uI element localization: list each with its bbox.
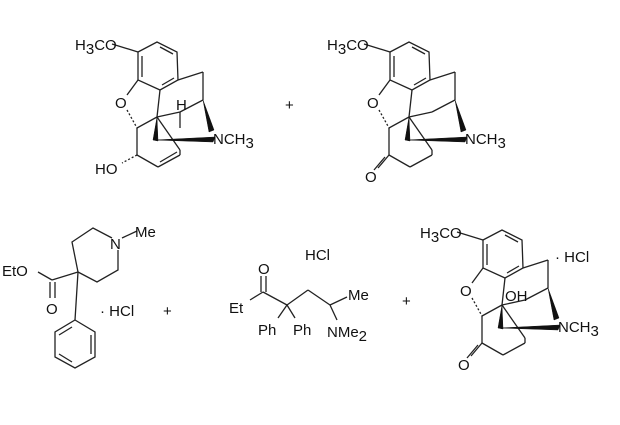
pethidine-ester-label: EtO bbox=[2, 263, 28, 280]
codeine-hydroxyl-label: HO bbox=[95, 161, 118, 178]
oxycodone-ketone-o-label: O bbox=[458, 357, 470, 374]
methadone-phenyl-label: Ph bbox=[258, 322, 276, 339]
methadone-amine-label: NMe2 bbox=[327, 324, 367, 345]
oxycodone-amine-label: NCH3 bbox=[558, 319, 599, 340]
hydrocodone-methoxy-label: H3CO bbox=[327, 37, 369, 58]
methadone-structure: O Et Ph Ph Me NMe2 HCl bbox=[229, 247, 369, 345]
plus-sign: + bbox=[285, 97, 294, 114]
codeine-structure: H3CO O H HO NCH3 bbox=[75, 37, 254, 178]
pethidine-hcl-label: · HCl bbox=[100, 303, 134, 320]
hydrocodone-ketone-o-label: O bbox=[365, 169, 377, 186]
methadone-me-label: Me bbox=[348, 287, 369, 304]
hydrocodone-amine-label: NCH3 bbox=[465, 131, 506, 152]
methadone-hcl-label: HCl bbox=[305, 247, 330, 264]
codeine-ether-o-label: O bbox=[115, 95, 127, 112]
plus-sign: + bbox=[402, 293, 411, 310]
hydrocodone-structure: H3CO O O NCH3 bbox=[327, 37, 506, 186]
pethidine-carbonyl-o-label: O bbox=[46, 301, 58, 318]
methadone-carbonyl-o-label: O bbox=[258, 261, 270, 278]
pethidine-me-label: Me bbox=[135, 224, 156, 241]
oxycodone-structure: H3CO O OH O NCH3 bbox=[420, 225, 599, 374]
methadone-et-label: Et bbox=[229, 300, 244, 317]
pethidine-structure: EtO O N Me · HCl bbox=[2, 224, 156, 369]
codeine-h-label: H bbox=[176, 97, 187, 114]
oxycodone-methoxy-label: H3CO bbox=[420, 225, 462, 246]
pethidine-n-label: N bbox=[110, 236, 121, 253]
oxycodone-hcl-label: · HCl bbox=[555, 249, 589, 266]
plus-sign: + bbox=[163, 303, 172, 320]
hydrocodone-ether-o-label: O bbox=[367, 95, 379, 112]
methadone-phenyl-label: Ph bbox=[293, 322, 311, 339]
codeine-amine-label: NCH3 bbox=[213, 131, 254, 152]
oxycodone-ether-o-label: O bbox=[460, 283, 472, 300]
codeine-methoxy-label: H3CO bbox=[75, 37, 117, 58]
oxycodone-hydroxyl-label: OH bbox=[505, 288, 528, 305]
